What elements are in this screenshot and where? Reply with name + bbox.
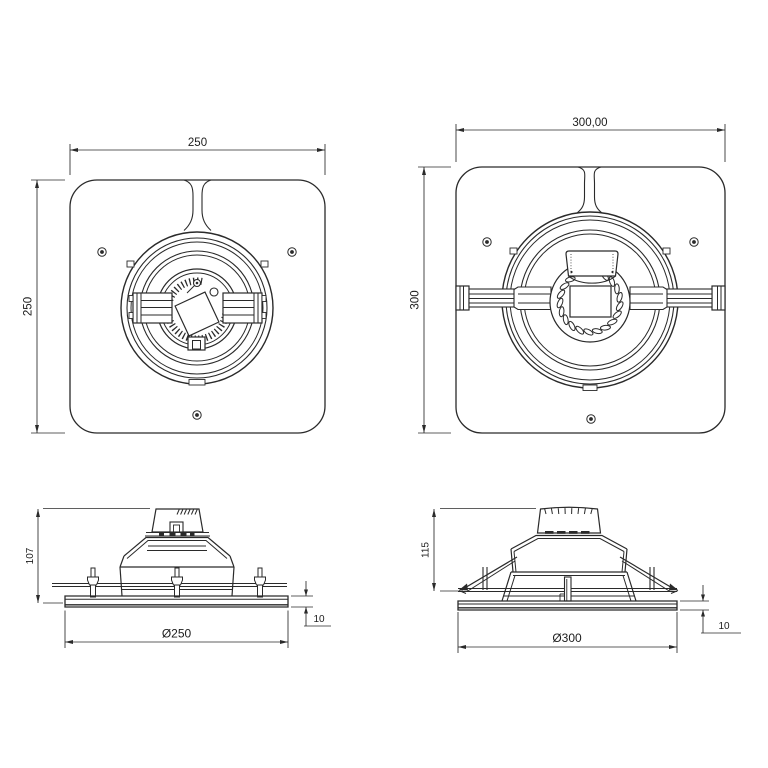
dim-diameter-300: Ø300 — [457, 612, 678, 653]
terminal-circles — [192, 278, 219, 297]
ring-clips — [126, 260, 269, 386]
dim-label-height-300: 300 — [410, 290, 422, 309]
base-plate — [457, 600, 678, 611]
dim-250-height: 250 — [23, 179, 65, 434]
mounting-bracket-left — [128, 292, 173, 324]
mounting-arm-left — [455, 285, 552, 311]
top-bracket — [565, 250, 619, 284]
side-view-250: 107 Ø250 10 — [25, 508, 331, 648]
dim-label-diameter-250: Ø250 — [162, 627, 192, 641]
dim-label-thickness-left: 10 — [313, 614, 325, 625]
front-view-250: 250 250 — [23, 137, 326, 434]
dim-label-thickness-right: 10 — [718, 621, 730, 632]
crown-vents — [544, 508, 593, 515]
vent-slits — [176, 509, 198, 515]
front-view-300: 300,00 300 — [410, 117, 726, 434]
dim-label-diameter-300: Ø300 — [552, 631, 582, 645]
dim-thickness-10-right: 10 — [680, 585, 741, 634]
connector-tab — [187, 336, 206, 351]
dim-300-height: 300 — [410, 166, 451, 434]
ring-clips — [509, 247, 671, 391]
dim-115-height: 115 — [421, 508, 536, 592]
base-plate — [64, 595, 289, 608]
cable-notch — [183, 179, 212, 231]
dim-250-width: 250 — [69, 137, 326, 175]
mounting-rail — [52, 583, 287, 587]
dim-label-width-300: 300,00 — [572, 117, 607, 129]
dim-diameter-250: Ø250 — [64, 610, 289, 648]
magnet-square — [174, 291, 220, 337]
cable-notch — [576, 166, 603, 214]
dim-label-width-250: 250 — [188, 137, 207, 149]
spring-clip-left — [458, 556, 518, 594]
vent-slot-ring — [556, 271, 624, 336]
side-view-300: 115 Ø300 10 — [421, 506, 741, 653]
dim-107-height: 107 — [25, 508, 150, 604]
speaker-body — [119, 531, 235, 597]
dim-thickness-10-left: 10 — [291, 581, 331, 627]
dim-label-height-250: 250 — [23, 297, 35, 316]
mounting-bolts — [87, 567, 266, 598]
magnet-square — [569, 285, 612, 318]
speaker-body — [501, 534, 637, 602]
top-cap — [536, 506, 602, 534]
screw-holes — [482, 237, 699, 424]
terminal-box — [151, 508, 204, 533]
mounting-arm-right — [629, 285, 726, 311]
dim-label-height-115: 115 — [421, 542, 432, 558]
dim-300-width: 300,00 — [455, 117, 726, 162]
mounting-bracket-right — [222, 292, 267, 324]
screw-holes — [97, 247, 297, 420]
dim-label-height-107: 107 — [25, 547, 36, 564]
spring-clip-right — [619, 556, 679, 594]
mounting-plate-250 — [69, 179, 326, 434]
